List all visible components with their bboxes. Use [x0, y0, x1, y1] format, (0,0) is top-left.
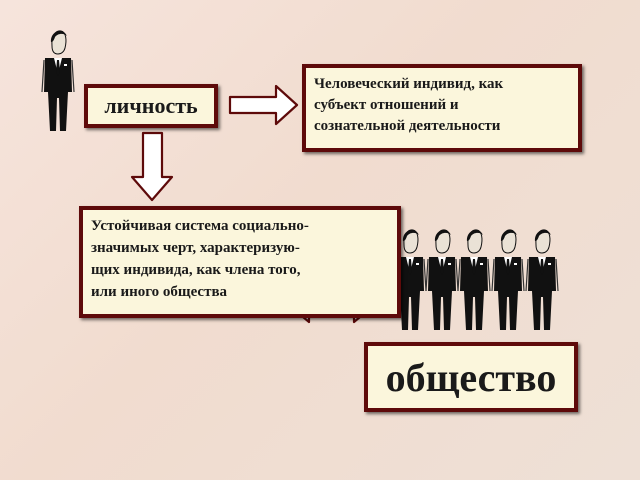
- arrow-right-icon: [228, 84, 299, 126]
- definition-line: сознательной деятельности: [314, 118, 501, 134]
- person-box: личность: [84, 84, 218, 128]
- man-in-suit-icon: [41, 30, 75, 132]
- definition-line: Человеческий индивид, как: [314, 76, 504, 92]
- traits-line: Устойчивая система социально-: [91, 218, 309, 234]
- society-label: общество: [385, 354, 557, 400]
- society-box: общество: [364, 342, 578, 412]
- traits-line: щих индивида, как члена того,: [91, 262, 301, 278]
- group-of-men-icon: [393, 229, 559, 331]
- traits-line: или иного общества: [91, 284, 228, 300]
- traits-line: значимых черт, характеризую-: [91, 240, 300, 256]
- definition-line: субъект отношений и: [314, 97, 459, 113]
- traits-box: Устойчивая система социально- значимых ч…: [79, 206, 401, 318]
- definition-box: Человеческий индивид, как субъект отноше…: [302, 64, 582, 152]
- person-label: личность: [104, 93, 198, 118]
- arrow-down-icon: [130, 131, 174, 202]
